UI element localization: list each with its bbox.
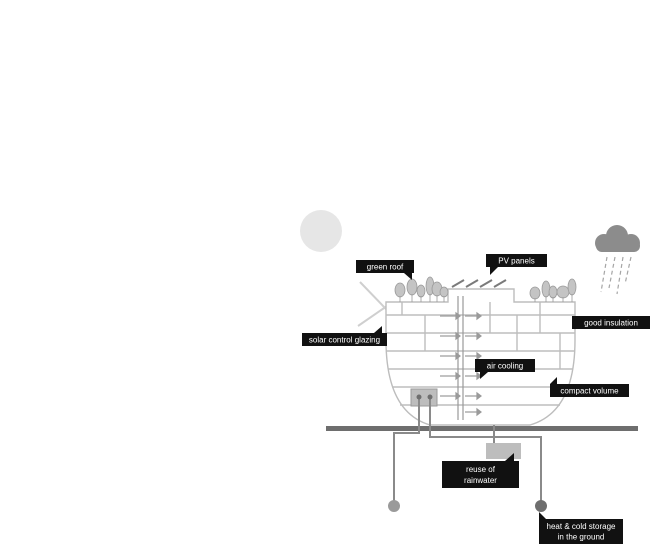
label-heat-cold-storage: heat & cold storage in the ground — [539, 512, 623, 544]
rainwater-tank-icon — [486, 443, 521, 459]
green-roof-trees — [394, 276, 577, 302]
label-text: in the ground — [558, 533, 605, 542]
label-text: PV panels — [498, 257, 534, 266]
label-good-insulation: good insulation — [572, 316, 650, 329]
label-text: heat & cold storage — [547, 522, 616, 531]
label-text: compact volume — [560, 387, 619, 396]
sun-icon — [300, 210, 342, 252]
pipe-node-icon — [427, 394, 433, 400]
label-compact-volume: compact volume — [550, 377, 629, 397]
label-reuse-of-rainwater: reuse of rainwater — [442, 453, 519, 488]
label-solar-control-glazing: solar control glazing — [302, 326, 387, 346]
label-green-roof: green roof — [356, 260, 414, 280]
ground-pipes — [393, 388, 542, 504]
ground-line — [326, 426, 638, 431]
label-text: reuse of — [466, 465, 496, 474]
pv-panels-icon — [451, 279, 507, 288]
pipe-node-icon — [416, 394, 422, 400]
label-air-cooling: air cooling — [475, 359, 535, 379]
rain-cloud-icon — [595, 225, 640, 295]
label-text: air cooling — [487, 362, 523, 371]
label-text: rainwater — [464, 476, 497, 485]
ground-probe-icon — [388, 500, 400, 512]
label-text: solar control glazing — [309, 336, 380, 345]
solar-rays — [357, 281, 388, 327]
label-pv-panels: PV panels — [486, 254, 547, 275]
air-cooling-shaft — [440, 296, 482, 420]
label-text: good insulation — [584, 319, 638, 328]
ground-probe-icon — [535, 500, 547, 512]
label-text: green roof — [367, 263, 404, 272]
